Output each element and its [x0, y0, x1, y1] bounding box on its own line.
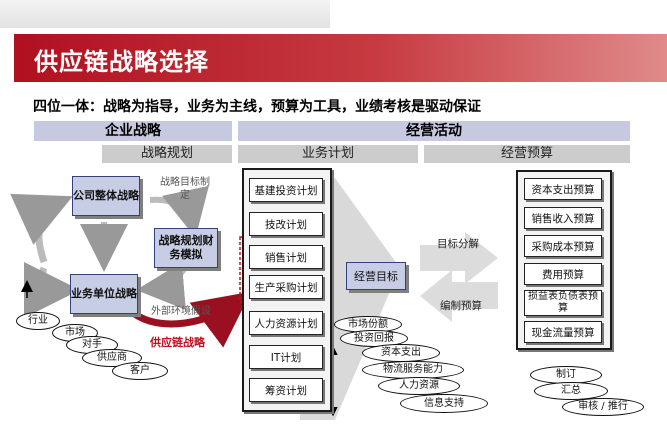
env-assumption-label: 外部环境假设	[151, 306, 211, 317]
prepare-budget-label: 编制预算	[440, 300, 482, 312]
plan-sales: 销售计划	[249, 245, 323, 269]
plan-financing: 筹资计划	[249, 378, 323, 402]
oval-summarize: 汇总	[534, 382, 608, 400]
plan-hr: 人力资源计划	[249, 311, 323, 335]
budget-cash-flow: 现金流量预算	[524, 321, 602, 343]
budget-purchase-cost: 采购成本预算	[524, 235, 602, 257]
prepare-budget-arrow	[420, 270, 498, 322]
supply-chain-arrow	[127, 291, 252, 348]
oval-human-resources: 人力资源	[378, 377, 460, 395]
goal-setting-label: 战略目标制定	[160, 177, 210, 201]
loop-arrow-up	[10, 193, 73, 264]
oval-review-implement: 审核 / 推行	[562, 398, 644, 416]
budget-sales-revenue: 销售收入预算	[524, 207, 602, 229]
sub-business-plan: 业务计划	[238, 145, 418, 163]
sub-operating-budget: 经营预算	[424, 145, 630, 163]
supply-chain-strategy-label: 供应链战略	[150, 336, 205, 349]
page-title: 供应链战略选择	[34, 48, 209, 76]
title-bar	[14, 34, 667, 82]
sub-strategy-planning: 战略规划	[102, 145, 232, 163]
goal-decompose-arrow	[420, 232, 498, 284]
corporate-strategy-box: 公司整体战略	[72, 176, 140, 216]
budget-income-balance: 损益表负债表预算	[524, 290, 602, 316]
loop-arrow-down	[23, 261, 80, 318]
strategy-planning-box: 战略规划财务模拟	[154, 228, 218, 268]
oval-customer: 客户	[112, 362, 168, 380]
page-subtitle: 四位一体：战略为指导，业务为主线，预算为工具，业绩考核是驱动保证	[33, 99, 481, 115]
bu-strategy-box: 业务单位战略	[70, 274, 138, 314]
goal-decompose-label: 目标分解	[437, 238, 479, 250]
operating-target-box: 经营目标	[346, 262, 406, 290]
planning-to-bu-arrow	[136, 262, 188, 310]
plan-it: IT计划	[249, 345, 323, 369]
header-operations: 经营活动	[238, 121, 630, 141]
corp-to-planning-arrow	[149, 185, 209, 238]
top-bar	[0, 0, 330, 28]
budget-capex: 资本支出预算	[524, 178, 602, 200]
oval-capital-expenditure: 资本支出	[362, 344, 440, 362]
plan-renovation: 技改计划	[249, 212, 323, 236]
oval-industry: 行业	[16, 312, 60, 330]
oval-information-support: 信息支持	[400, 394, 488, 413]
plan-capex: 基建投资计划	[249, 178, 323, 202]
budget-expense: 费用预算	[524, 263, 602, 285]
budget-panel	[516, 170, 612, 350]
header-enterprise-strategy: 企业战略	[34, 121, 232, 141]
plan-production-purchase: 生产采购计划	[249, 275, 323, 299]
